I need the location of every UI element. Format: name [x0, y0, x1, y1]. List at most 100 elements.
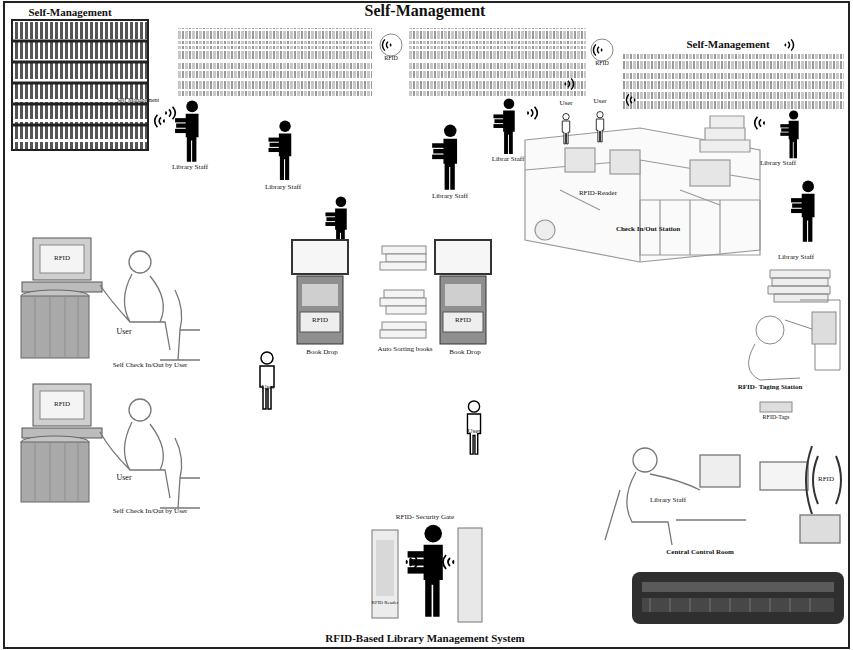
rfid-antenna [382, 39, 391, 50]
bookshelf-left [12, 20, 148, 150]
label-text: Check In/Out Station [616, 226, 680, 234]
label-text: RFID [312, 317, 328, 325]
label-text: Librar Staff [492, 156, 525, 164]
server-rack [632, 572, 844, 624]
label-text: Book Drop [306, 349, 337, 357]
security-gate [408, 525, 443, 617]
user-figure [260, 352, 481, 454]
label-text: Self Check In/Out by User [113, 508, 188, 516]
auto-sorting-books [380, 298, 426, 306]
tagging-station [749, 300, 840, 380]
label-text: RFID [595, 60, 609, 67]
library-staff [527, 107, 537, 120]
check-in-out-station [690, 160, 730, 186]
seated-user [129, 399, 151, 421]
book-drop [292, 240, 491, 344]
check-in-out-station [525, 112, 760, 262]
self-check-kiosk [21, 238, 102, 502]
bookshelf-left [165, 107, 175, 120]
book-drop [297, 276, 343, 344]
rfid-antenna [626, 94, 635, 105]
server-rack [642, 582, 834, 592]
label-text: RFID [455, 317, 471, 325]
book-drop [445, 284, 481, 306]
rfid-antenna [591, 39, 613, 61]
self-check-kiosk [21, 442, 89, 502]
central-control-room [633, 448, 657, 472]
book-drop [435, 240, 491, 274]
label-text: User [116, 328, 131, 337]
auto-sorting-books [380, 330, 426, 338]
library-staff [780, 110, 798, 158]
label-text: Library Staff [760, 160, 796, 168]
library-staff [755, 117, 765, 130]
check-in-out-station [525, 160, 760, 262]
check-in-out-station [596, 112, 603, 142]
self-check-kiosk [35, 296, 78, 358]
diagram-caption: RFID-Based Library Management System [325, 632, 525, 644]
tagging-station [768, 270, 830, 302]
label-text: RFID [54, 255, 70, 263]
book-drop [292, 240, 348, 274]
seated-user [129, 251, 151, 273]
check-in-out-station [565, 148, 595, 172]
security-gate [372, 530, 398, 618]
bookshelf-top [622, 54, 844, 110]
central-control-room [700, 455, 740, 487]
label-text: User [261, 384, 274, 392]
security-gate [376, 540, 394, 596]
library-staff [175, 101, 198, 162]
library-staff [432, 125, 457, 190]
seated-user [100, 274, 200, 360]
label-text: RFID [384, 55, 398, 62]
self-check-kiosk [40, 245, 84, 273]
check-in-out-station [700, 116, 750, 152]
security-gate [406, 555, 417, 569]
user-figure [467, 401, 480, 454]
user-figure [260, 352, 274, 409]
label-text: RFID- Taging Station [738, 384, 803, 392]
book-drop [443, 312, 483, 332]
book-drop [440, 276, 486, 344]
label-text: Self Management [117, 97, 160, 104]
central-control-room [605, 446, 841, 545]
label-text: RFID Reader [372, 600, 399, 606]
label-text: Auto Sorting books [378, 346, 433, 354]
auto-sorting-books [380, 262, 426, 270]
auto-sorting-books [382, 322, 426, 330]
server-rack [632, 572, 844, 624]
check-in-out-station [535, 220, 555, 240]
label-text: Book Drop [449, 349, 480, 357]
label-text: Library Staff [172, 164, 208, 172]
auto-sorting-books [382, 246, 426, 254]
bookshelf-top [178, 28, 844, 110]
label-text: Self-Management [28, 6, 111, 18]
rfid-antenna [785, 39, 794, 50]
rfid-antenna [593, 44, 602, 55]
label-text: Library Staff [432, 193, 468, 201]
rfid-antenna [380, 34, 402, 56]
seated-user [100, 422, 200, 508]
auto-sorting-books [384, 290, 424, 298]
self-check-kiosk [33, 238, 91, 280]
central-control-room [806, 446, 841, 514]
library-staff [155, 115, 165, 128]
label-text: Self-Management [686, 38, 769, 50]
library-staff [493, 98, 514, 154]
rfid-antenna [565, 78, 574, 89]
label-text: RFID- Security Gate [396, 514, 454, 522]
central-control-room [760, 462, 808, 490]
library-staff [791, 181, 814, 242]
label-text: Library Staff [265, 184, 301, 192]
label-text: Central Control Room [666, 549, 734, 557]
label-text: RFID [818, 476, 834, 484]
label-text: Self Check In/Out by User [113, 362, 188, 370]
self-check-kiosk [35, 442, 78, 502]
tagging-station [812, 312, 836, 344]
label-text: User [593, 98, 606, 106]
check-in-out-station [610, 150, 640, 174]
bookshelf-top [178, 45, 844, 91]
label-text: User [467, 428, 480, 436]
label-text: Library Staff [650, 497, 686, 505]
